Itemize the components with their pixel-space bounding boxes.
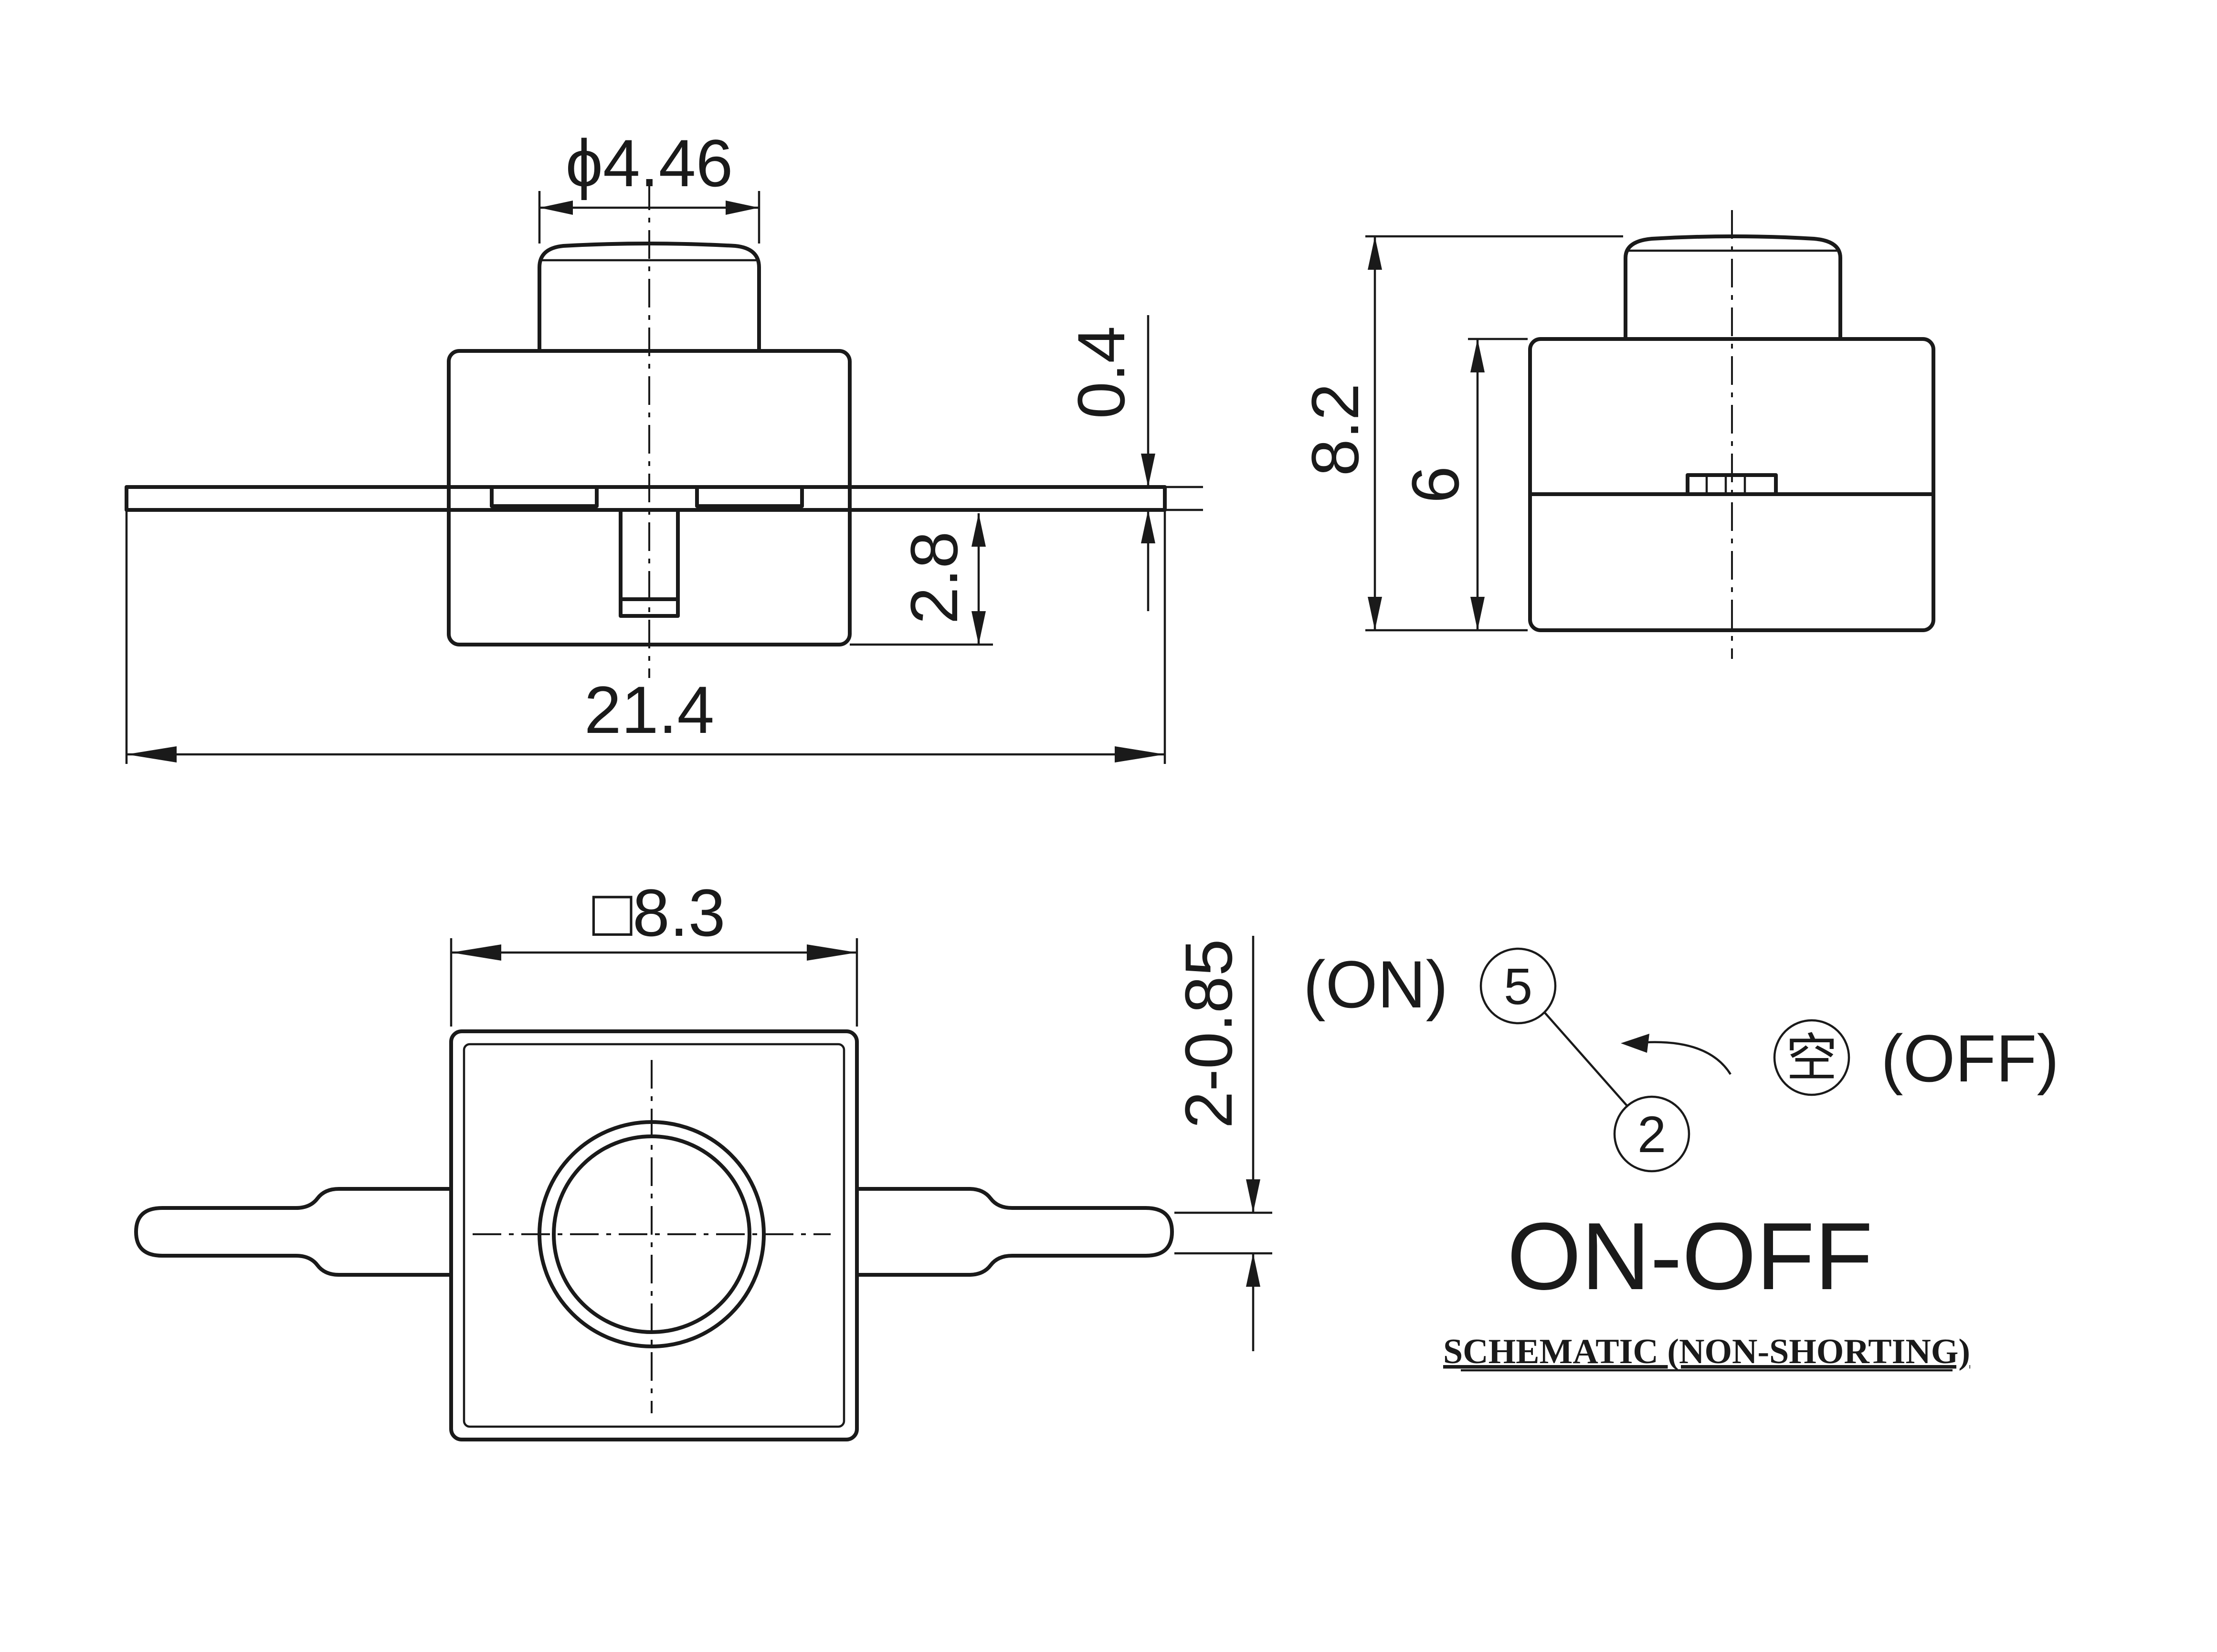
schematic-subtitle: SCHEMATIC (NON-SHORTING) [1443,1332,1970,1371]
terminal-5-circle [1479,947,1557,1025]
right-pin [855,1187,1174,1277]
dim-button-diameter: ϕ4.46 [566,126,733,201]
schematic-title: ON-OFF [1507,1203,1873,1310]
top-view: □8.3 2-0.85 [134,875,1272,1441]
schematic: (ON) 5 2 空 (OFF) ON-OFF SCHEMATIC (NON-S… [1303,947,2059,1372]
terminal-off-circle [1773,1019,1850,1096]
side-view: 8.2 6 [1298,210,1935,659]
dim-pin-height: 2.8 [897,531,971,625]
dim-overall-length: 21.4 [584,672,714,747]
top-body [449,1029,859,1441]
dim-body-square: □8.3 [592,875,725,950]
front-pin-plate [125,485,1167,512]
terminal-off-label: 空 [1786,1029,1837,1087]
dim-pin-width: 2-0.85 [1171,939,1246,1129]
off-label: (OFF) [1881,1021,2059,1096]
dim-total-height: 8.2 [1298,383,1372,477]
on-label: (ON) [1303,947,1448,1022]
switch-arrow [1632,1041,1731,1075]
side-body [1528,337,1935,632]
dim-body-height: 6 [1398,466,1473,503]
front-view: ϕ4.46 0.4 2.8 21.4 [125,126,1203,764]
dim-top-gap: 0.4 [1064,326,1139,419]
switch-contact-line [1543,1011,1629,1108]
left-pin [134,1187,452,1277]
terminal-5-label: 5 [1504,957,1532,1015]
terminal-2-label: 2 [1637,1105,1666,1163]
terminal-2-circle [1613,1095,1690,1173]
